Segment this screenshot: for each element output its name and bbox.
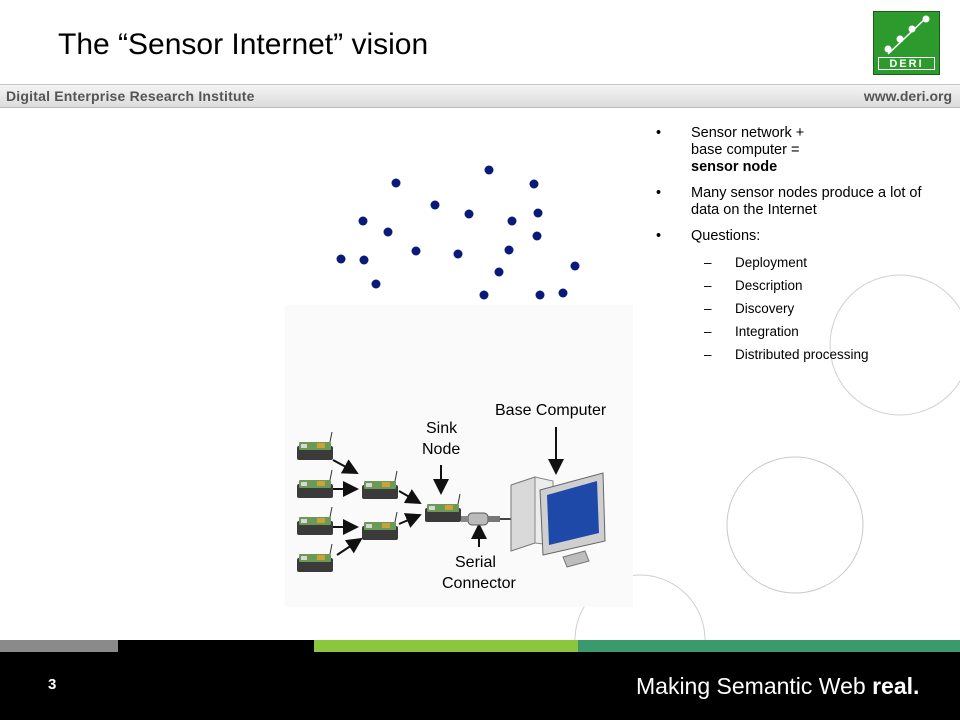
logo-text: DERI <box>878 57 935 70</box>
logo-dots-icon <box>884 15 930 55</box>
sensor-dot <box>359 255 369 265</box>
footer-stripe-black <box>118 640 314 652</box>
sub-bullet-distributed-processing: –Distributed processing <box>704 347 869 362</box>
sensor-dot <box>532 231 542 241</box>
website-url: www.deri.org <box>863 88 952 104</box>
footer-stripe-lime <box>314 640 578 652</box>
sensor-dot <box>391 178 401 188</box>
bullet-questions: Questions: <box>655 228 945 245</box>
bullet-sensor-node: Sensor network + base computer = sensor … <box>655 125 945 176</box>
page-number: 3 <box>48 676 57 693</box>
tagline: Making Semantic Web real. <box>636 673 920 699</box>
sensor-dot <box>570 261 580 271</box>
sensor-dot <box>336 254 346 264</box>
sensor-dot <box>484 165 494 175</box>
sensor-dot <box>371 279 381 289</box>
bullet-list: Sensor network + base computer = sensor … <box>655 125 945 369</box>
serial-label-1: Serial <box>455 554 496 571</box>
sensor-dot <box>504 245 514 255</box>
deri-logo: DERI <box>873 11 940 75</box>
base-computer-icon <box>510 472 606 568</box>
sub-bullet-description: –Description <box>704 278 803 293</box>
sensor-dot <box>558 288 568 298</box>
serial-connector-icon <box>461 512 511 526</box>
sensor-dot <box>479 290 489 300</box>
sensor-network-diagram: Base Computer Sink Node Serial Connector <box>285 305 633 607</box>
sensor-dot <box>494 267 504 277</box>
footer-bar <box>0 652 960 720</box>
footer-stripe-gray <box>0 640 118 652</box>
slide-title: The “Sensor Internet” vision <box>58 28 429 61</box>
sink-label-2: Node <box>422 441 460 458</box>
sub-bullet-integration: –Integration <box>704 324 799 339</box>
sub-bullet-deployment: –Deployment <box>704 255 808 270</box>
sink-label-1: Sink <box>426 420 458 437</box>
institute-banner: Digital Enterprise Research Institute ww… <box>0 84 960 108</box>
sensor-dot <box>430 200 440 210</box>
sensor-dot <box>453 249 463 259</box>
sensor-dot <box>411 246 421 256</box>
sensor-dot <box>507 216 517 226</box>
sensor-dot <box>464 209 474 219</box>
serial-label-2: Connector <box>442 575 516 592</box>
institute-name: Digital Enterprise Research Institute <box>6 88 255 104</box>
sensor-dot <box>533 208 543 218</box>
sub-bullet-discovery: –Discovery <box>704 301 795 316</box>
base-computer-label: Base Computer <box>495 402 607 419</box>
sensor-dot <box>535 290 545 300</box>
footer-stripe-green <box>578 640 960 652</box>
sensor-dot <box>358 216 368 226</box>
sensor-dot <box>383 227 393 237</box>
bullet-data-production: Many sensor nodes produce a lot of data … <box>655 185 945 219</box>
sensor-dot <box>529 179 539 189</box>
